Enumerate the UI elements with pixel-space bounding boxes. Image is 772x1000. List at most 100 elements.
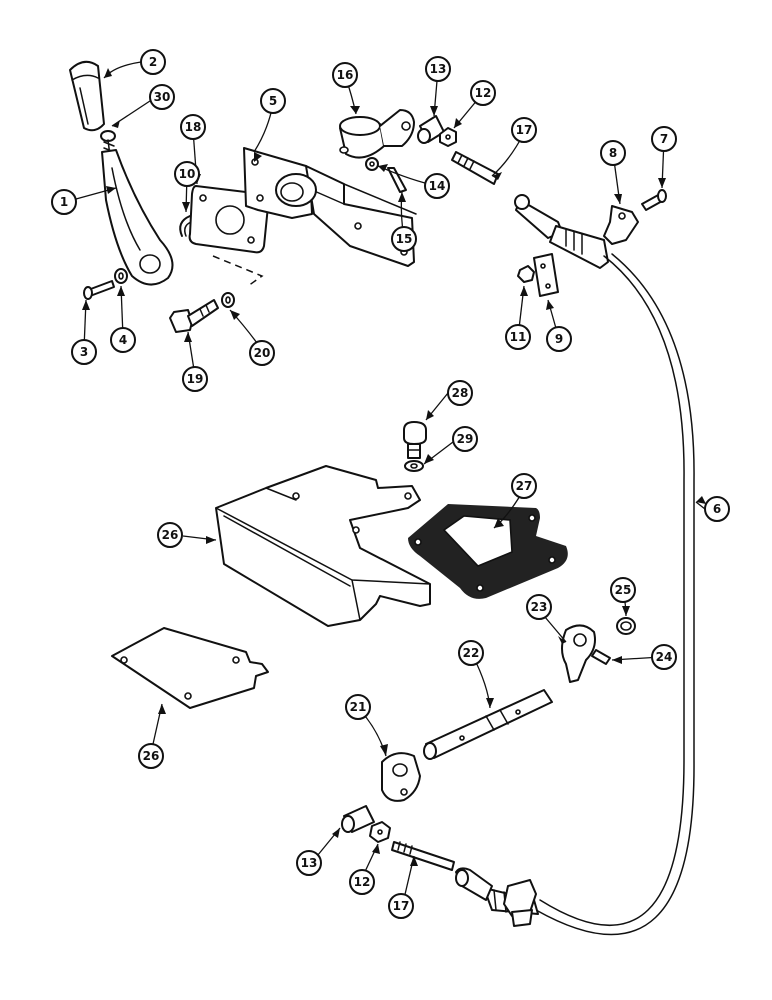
part-shaft-22: [423, 689, 553, 760]
part-rod-17-lower: [391, 841, 455, 871]
callout-18: 18: [180, 114, 206, 140]
svg-text:20: 20: [254, 346, 271, 360]
callout-30: 30: [149, 84, 175, 110]
dashed-alignment-line: [212, 255, 264, 287]
callout-17-lower: 17: [388, 893, 414, 919]
svg-text:10: 10: [179, 167, 196, 181]
part-pin-24: [591, 649, 611, 665]
svg-text:1: 1: [60, 195, 68, 209]
svg-text:8: 8: [609, 146, 617, 160]
part-lever-21: [381, 752, 421, 802]
callout-7: 7: [651, 126, 677, 152]
callout-26-lower: 26: [138, 743, 164, 769]
svg-text:9: 9: [555, 332, 563, 346]
svg-text:25: 25: [615, 583, 632, 597]
callout-19: 19: [182, 366, 208, 392]
callout-6: 6: [704, 496, 730, 522]
part-gasket-27: [408, 504, 568, 599]
callout-17-upper: 17: [511, 117, 537, 143]
part-balljoint-13-lower: [341, 805, 375, 833]
callout-13-upper: 13: [425, 56, 451, 82]
part-plate-18: [188, 185, 270, 254]
svg-text:21: 21: [350, 700, 367, 714]
part-rod-17-upper: [451, 151, 499, 185]
callout-12-lower: 12: [349, 869, 375, 895]
part-nut-12-lower: [369, 821, 391, 843]
svg-text:29: 29: [457, 432, 474, 446]
part-screw-7: [641, 189, 667, 211]
callout-8: 8: [600, 140, 626, 166]
part-lever: [101, 139, 174, 286]
callout-16: 16: [332, 62, 358, 88]
svg-text:22: 22: [463, 646, 480, 660]
part-nut-11: [517, 265, 535, 283]
svg-text:23: 23: [531, 600, 548, 614]
part-knob: [69, 60, 105, 132]
part-bolt-28: [403, 421, 427, 459]
callout-10: 10: [174, 161, 200, 187]
part-clamp-lower: [503, 879, 537, 927]
callout-26-upper: 26: [157, 522, 183, 548]
part-bracket-5: [243, 147, 417, 267]
part-washer-14: [365, 157, 379, 171]
svg-text:19: 19: [187, 372, 204, 386]
callout-15: 15: [391, 226, 417, 252]
part-ring-25: [616, 617, 636, 635]
part-nut-12-upper: [439, 127, 457, 147]
svg-text:12: 12: [354, 875, 371, 889]
callout-23: 23: [526, 594, 552, 620]
part-plate-26-lower: [111, 627, 269, 709]
callout-4: 4: [110, 327, 136, 353]
part-cover-26-upper: [215, 465, 431, 627]
callout-5: 5: [260, 88, 286, 114]
callout-12-upper: 12: [470, 80, 496, 106]
callout-1: 1: [51, 189, 77, 215]
svg-text:11: 11: [510, 330, 527, 344]
svg-text:4: 4: [119, 333, 127, 347]
svg-text:28: 28: [452, 386, 469, 400]
callout-21: 21: [345, 694, 371, 720]
svg-text:18: 18: [185, 120, 202, 134]
svg-text:26: 26: [162, 528, 179, 542]
callout-25: 25: [610, 577, 636, 603]
part-washer-20: [221, 292, 235, 308]
svg-text:17: 17: [393, 899, 410, 913]
svg-text:13: 13: [430, 62, 447, 76]
part-lever-16: [339, 109, 415, 159]
part-clamp-8: [603, 205, 639, 245]
callout-20: 20: [249, 340, 275, 366]
part-bolt-19: [169, 299, 219, 333]
svg-text:12: 12: [475, 86, 492, 100]
leader-arrowheads: [82, 68, 706, 866]
svg-text:3: 3: [80, 345, 88, 359]
callout-28: 28: [447, 380, 473, 406]
part-washer-4: [114, 268, 128, 284]
svg-text:6: 6: [713, 502, 721, 516]
callout-24: 24: [651, 644, 677, 670]
svg-text:30: 30: [154, 90, 171, 104]
callout-3: 3: [71, 339, 97, 365]
part-pin-15: [387, 167, 407, 193]
svg-text:17: 17: [516, 123, 533, 137]
svg-text:14: 14: [429, 179, 446, 193]
callout-13-lower: 13: [296, 850, 322, 876]
svg-text:7: 7: [660, 132, 668, 146]
svg-text:16: 16: [337, 68, 354, 82]
callout-9: 9: [546, 326, 572, 352]
callout-27: 27: [511, 473, 537, 499]
callout-11: 11: [505, 324, 531, 350]
svg-text:24: 24: [656, 650, 673, 664]
svg-text:26: 26: [143, 749, 160, 763]
svg-text:27: 27: [516, 479, 533, 493]
callout-29: 29: [452, 426, 478, 452]
callout-14: 14: [424, 173, 450, 199]
part-clamp-plate-9: [533, 253, 559, 297]
callout-22: 22: [458, 640, 484, 666]
part-washer-29: [404, 460, 424, 472]
svg-text:5: 5: [269, 94, 277, 108]
svg-text:2: 2: [149, 55, 157, 69]
svg-text:15: 15: [396, 232, 413, 246]
part-screw-3: [83, 280, 115, 300]
callout-2: 2: [140, 49, 166, 75]
